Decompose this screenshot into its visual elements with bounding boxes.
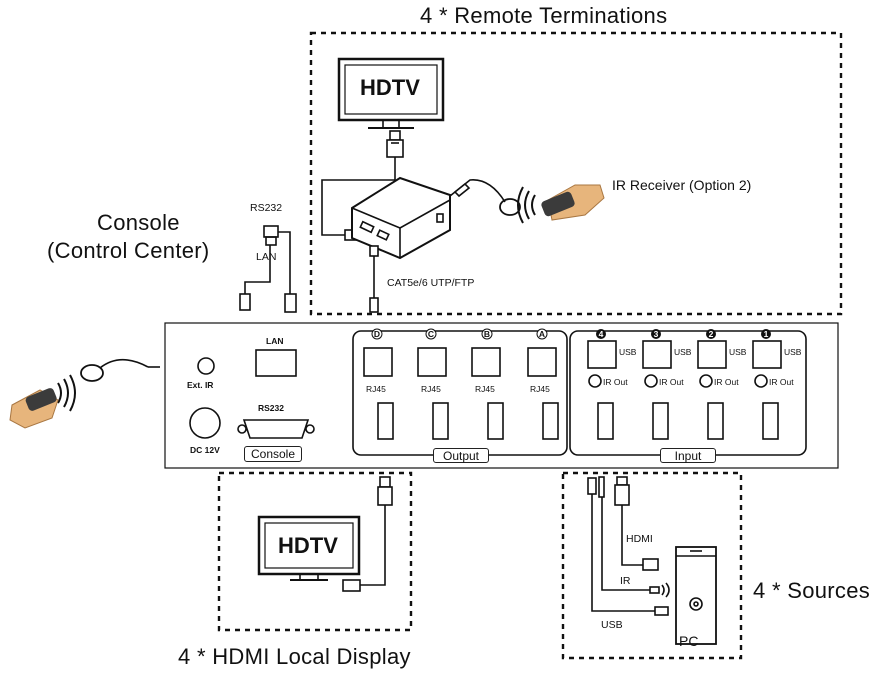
input-tag: Input xyxy=(660,448,716,463)
local-hdtv-label: HDTV xyxy=(278,533,338,558)
local-display-box xyxy=(217,471,413,632)
remote-hdmi-plug xyxy=(386,130,404,177)
pc-label: PC xyxy=(679,633,699,649)
panel-rs232-label: RS232 xyxy=(258,403,284,413)
remote-control-hand-top xyxy=(541,184,605,221)
input-usb-ports xyxy=(587,340,782,369)
sources-box xyxy=(561,471,743,660)
input-ir-out-label: IR Out xyxy=(659,377,684,387)
output-rj45-label: RJ45 xyxy=(530,384,550,394)
sources-title: 4 * Sources xyxy=(753,578,871,603)
input-badge-3: 3 xyxy=(653,329,659,339)
remote-terminations-title: 4 * Remote Terminations xyxy=(420,3,668,28)
remote-hdtv xyxy=(337,57,445,129)
panel-lan-label: LAN xyxy=(266,336,284,346)
input-ir-ports xyxy=(588,374,768,388)
output-badge-c: C xyxy=(427,329,435,339)
output-rj45-label: RJ45 xyxy=(475,384,495,394)
input-badge-4: 4 xyxy=(598,329,604,339)
input-usb-label: USB xyxy=(674,347,692,357)
console-lan-label: LAN xyxy=(256,251,277,263)
input-ir-out-label: IR Out xyxy=(603,377,628,387)
console-tag: Console xyxy=(244,446,302,462)
input-ir-out-label: IR Out xyxy=(714,377,739,387)
source-hdmi-label: HDMI xyxy=(626,533,653,545)
input-usb-label: USB xyxy=(784,347,802,357)
input-ir-out-label: IR Out xyxy=(769,377,794,387)
remote-terminations-box xyxy=(309,31,843,316)
output-tag: Output xyxy=(433,448,489,463)
console-title: Console xyxy=(97,210,180,235)
local-hdtv xyxy=(257,515,361,581)
receiver-device xyxy=(351,176,451,260)
output-rj45-label: RJ45 xyxy=(366,384,386,394)
input-usb-label: USB xyxy=(619,347,637,357)
local-display-title: 4 * HDMI Local Display xyxy=(178,644,411,669)
console-subtitle: (Control Center) xyxy=(47,238,210,263)
remote-control-hand-left xyxy=(9,388,59,429)
ir-receiver-label: IR Receiver (Option 2) xyxy=(612,177,752,193)
console-rs232-label: RS232 xyxy=(250,202,283,214)
cat5-cable-label: CAT5e/6 UTP/FTP xyxy=(387,277,475,289)
input-hdmi-ports xyxy=(597,402,779,440)
main-panel xyxy=(164,322,839,469)
output-rj45-label: RJ45 xyxy=(421,384,441,394)
input-usb-label: USB xyxy=(729,347,747,357)
remote-hdtv-label: HDTV xyxy=(360,75,420,100)
source-usb-label: USB xyxy=(601,619,623,631)
input-badge-2: 2 xyxy=(708,329,714,339)
output-rj45-ports xyxy=(363,347,557,377)
output-badge-b: B xyxy=(483,329,491,339)
output-badge-a: A xyxy=(538,329,546,339)
output-hdmi-ports xyxy=(377,402,559,440)
input-badge-1: 1 xyxy=(763,329,769,339)
output-badge-d: D xyxy=(373,329,381,339)
pc-tower xyxy=(675,546,717,645)
panel-ext-ir-label: Ext. IR xyxy=(187,380,214,390)
panel-dc-label: DC 12V xyxy=(190,445,220,455)
source-ir-label: IR xyxy=(620,575,631,587)
